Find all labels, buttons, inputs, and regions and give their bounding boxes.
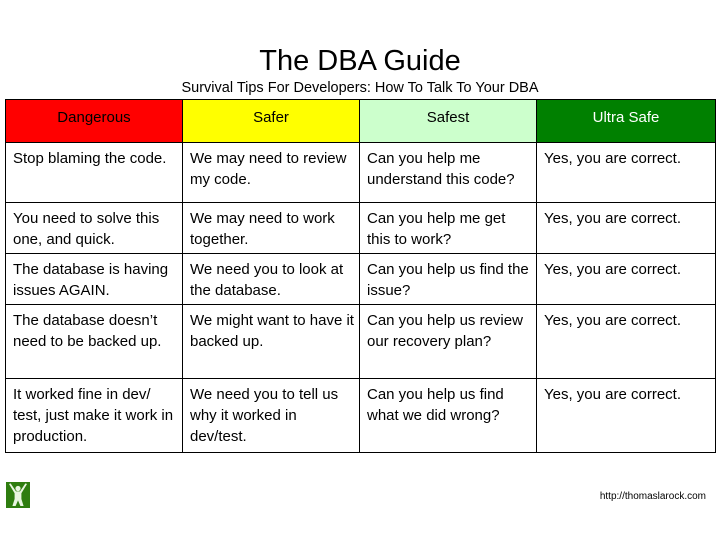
header-safest: Safest xyxy=(359,99,537,143)
table-row: You need to solve this one, and quick. W… xyxy=(5,202,716,254)
slide-subtitle: Survival Tips For Developers: How To Tal… xyxy=(181,80,539,96)
cell-safer: We need you to tell us why it worked in … xyxy=(182,378,360,453)
cell-safer: We may need to review my code. xyxy=(182,142,360,203)
cell-safest: Can you help us find what we did wrong? xyxy=(359,378,537,453)
cell-ultra-safe: Yes, you are correct. xyxy=(536,304,716,379)
header-ultra-safe: Ultra Safe xyxy=(536,99,716,143)
table-row: The database is having issues AGAIN. We … xyxy=(5,253,716,305)
cell-dangerous: You need to solve this one, and quick. xyxy=(5,202,183,254)
cell-safer: We might want to have it backed up. xyxy=(182,304,360,379)
person-arms-raised-icon xyxy=(6,482,30,508)
website-url: http://thomaslarock.com xyxy=(599,491,706,502)
cell-dangerous: Stop blaming the code. xyxy=(5,142,183,203)
cell-safest: Can you help us review our recovery plan… xyxy=(359,304,537,379)
cell-ultra-safe: Yes, you are correct. xyxy=(536,142,716,203)
cell-safest: Can you help me get this to work? xyxy=(359,202,537,254)
cell-ultra-safe: Yes, you are correct. xyxy=(536,202,716,254)
cell-ultra-safe: Yes, you are correct. xyxy=(536,253,716,305)
header-dangerous: Dangerous xyxy=(5,99,183,143)
cell-safest: Can you help us find the issue? xyxy=(359,253,537,305)
table-row: It worked fine in dev/ test, just make i… xyxy=(5,378,716,453)
cell-safer: We may need to work together. xyxy=(182,202,360,254)
header-safer: Safer xyxy=(182,99,360,143)
slide-title: The DBA Guide xyxy=(259,45,461,77)
cell-dangerous: It worked fine in dev/ test, just make i… xyxy=(5,378,183,453)
dba-guide-table: Dangerous Safer Safest Ultra Safe Stop b… xyxy=(5,99,716,453)
cell-safest: Can you help me understand this code? xyxy=(359,142,537,203)
table-row: The database doesn’t need to be backed u… xyxy=(5,304,716,379)
cell-dangerous: The database is having issues AGAIN. xyxy=(5,253,183,305)
cell-ultra-safe: Yes, you are correct. xyxy=(536,378,716,453)
cell-safer: We need you to look at the database. xyxy=(182,253,360,305)
cell-dangerous: The database doesn’t need to be backed u… xyxy=(5,304,183,379)
header-row: Dangerous Safer Safest Ultra Safe xyxy=(5,99,716,143)
table-row: Stop blaming the code. We may need to re… xyxy=(5,142,716,203)
